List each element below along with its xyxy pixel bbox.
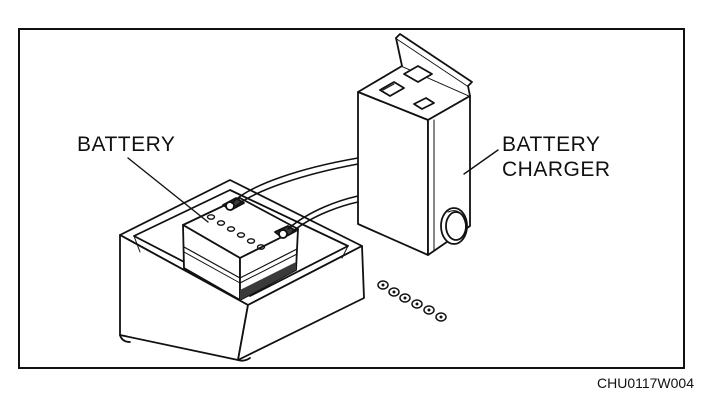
charger-dial (440, 207, 468, 245)
loose-vent-caps (377, 280, 447, 322)
battery-charger-label-line2: CHARGER (502, 158, 611, 181)
charger-leader-line (463, 149, 499, 175)
charger-cables (231, 157, 359, 233)
battery-leader-line (127, 157, 209, 223)
battery-label: BATTERY (77, 133, 176, 156)
battery (182, 197, 299, 301)
battery-vent-caps (206, 214, 266, 250)
battery-terminal-clamp-left (222, 197, 245, 211)
figure-code: CHU0117W004 (596, 375, 694, 391)
battery-charger-label-line1: BATTERY (502, 133, 601, 156)
battery-terminal-clamp-right (274, 225, 297, 239)
battery-charger (357, 33, 473, 256)
